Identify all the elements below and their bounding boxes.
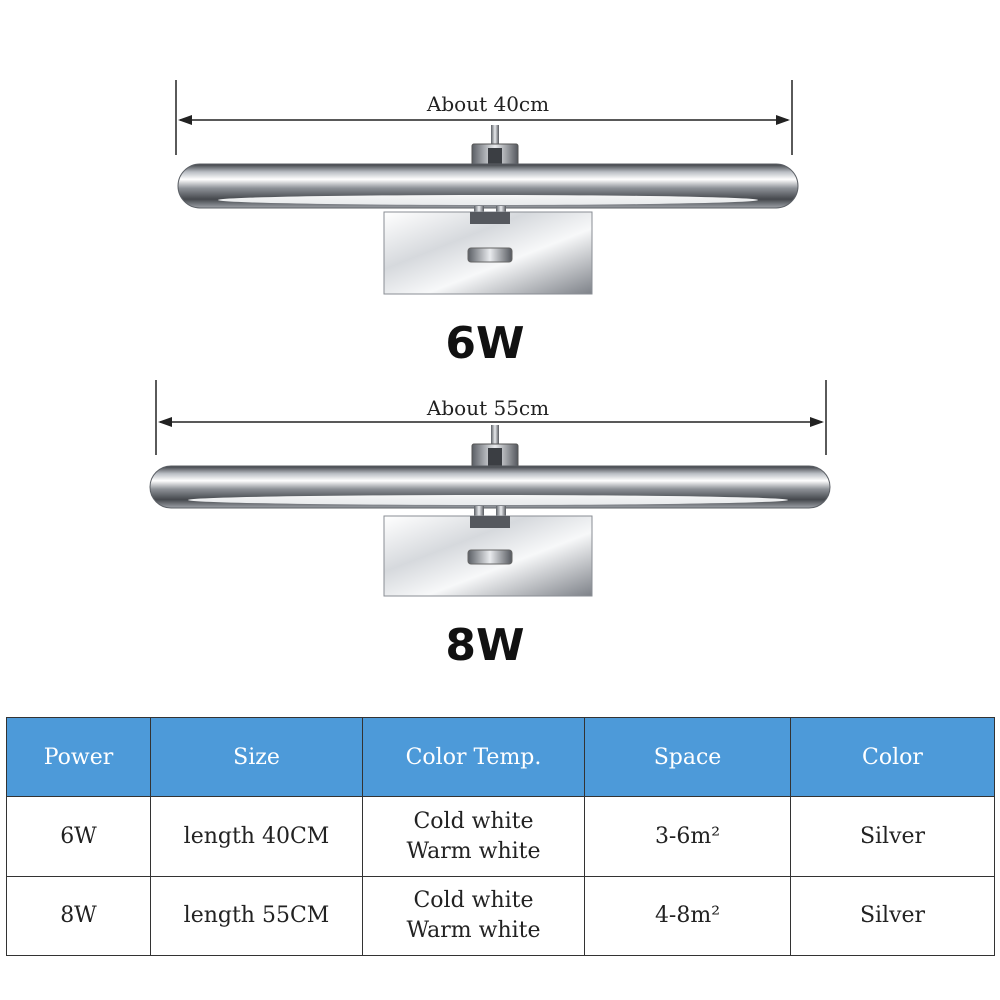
cell-color-temp: Cold white Warm white [362, 796, 585, 877]
table-row: 8W length 55CM Cold white Warm white 4-8… [6, 876, 995, 956]
cell-space: 3-6m² [584, 796, 791, 877]
cell-space: 4-8m² [584, 876, 791, 956]
watt-label: 8W [445, 620, 525, 671]
lamp-image-6w [177, 125, 799, 295]
cell-temp-cold: Cold white [413, 888, 534, 913]
lamp-image-8w [149, 425, 831, 597]
dimension-line-55cm [155, 380, 827, 455]
cell-temp-warm: Warm white [406, 918, 541, 943]
dimension-label: About 55cm [426, 396, 550, 420]
cell-size: length 55CM [150, 876, 363, 956]
product-8w: About 55cm 8W [149, 380, 831, 671]
header-power: Power [6, 717, 151, 797]
cell-temp-warm: Warm white [406, 838, 541, 864]
cell-power: 6W [6, 796, 151, 877]
cell-power: 8W [6, 876, 151, 956]
header-size: Size [150, 717, 363, 797]
table-header-row: Power Size Color Temp. Space Color [6, 717, 995, 797]
cell-color: Silver [790, 876, 995, 956]
spec-table: Power Size Color Temp. Space Color 6W le… [6, 717, 995, 956]
cell-color-temp: Cold white Warm white [362, 876, 585, 956]
product-6w: About 40cm 6W [0, 0, 1000, 380]
cell-temp-cold: Cold white [413, 808, 534, 834]
header-space: Space [584, 717, 791, 797]
table-row: 6W length 40CM Cold white Warm white 3-6… [6, 796, 995, 877]
cell-color: Silver [790, 796, 995, 877]
header-color: Color [790, 717, 995, 797]
cell-size: length 40CM [150, 796, 363, 877]
header-color-temp: Color Temp. [362, 717, 585, 797]
dimension-label: About 40cm [426, 92, 550, 116]
watt-label: 6W [445, 318, 525, 369]
dimension-line-40cm [175, 80, 793, 155]
